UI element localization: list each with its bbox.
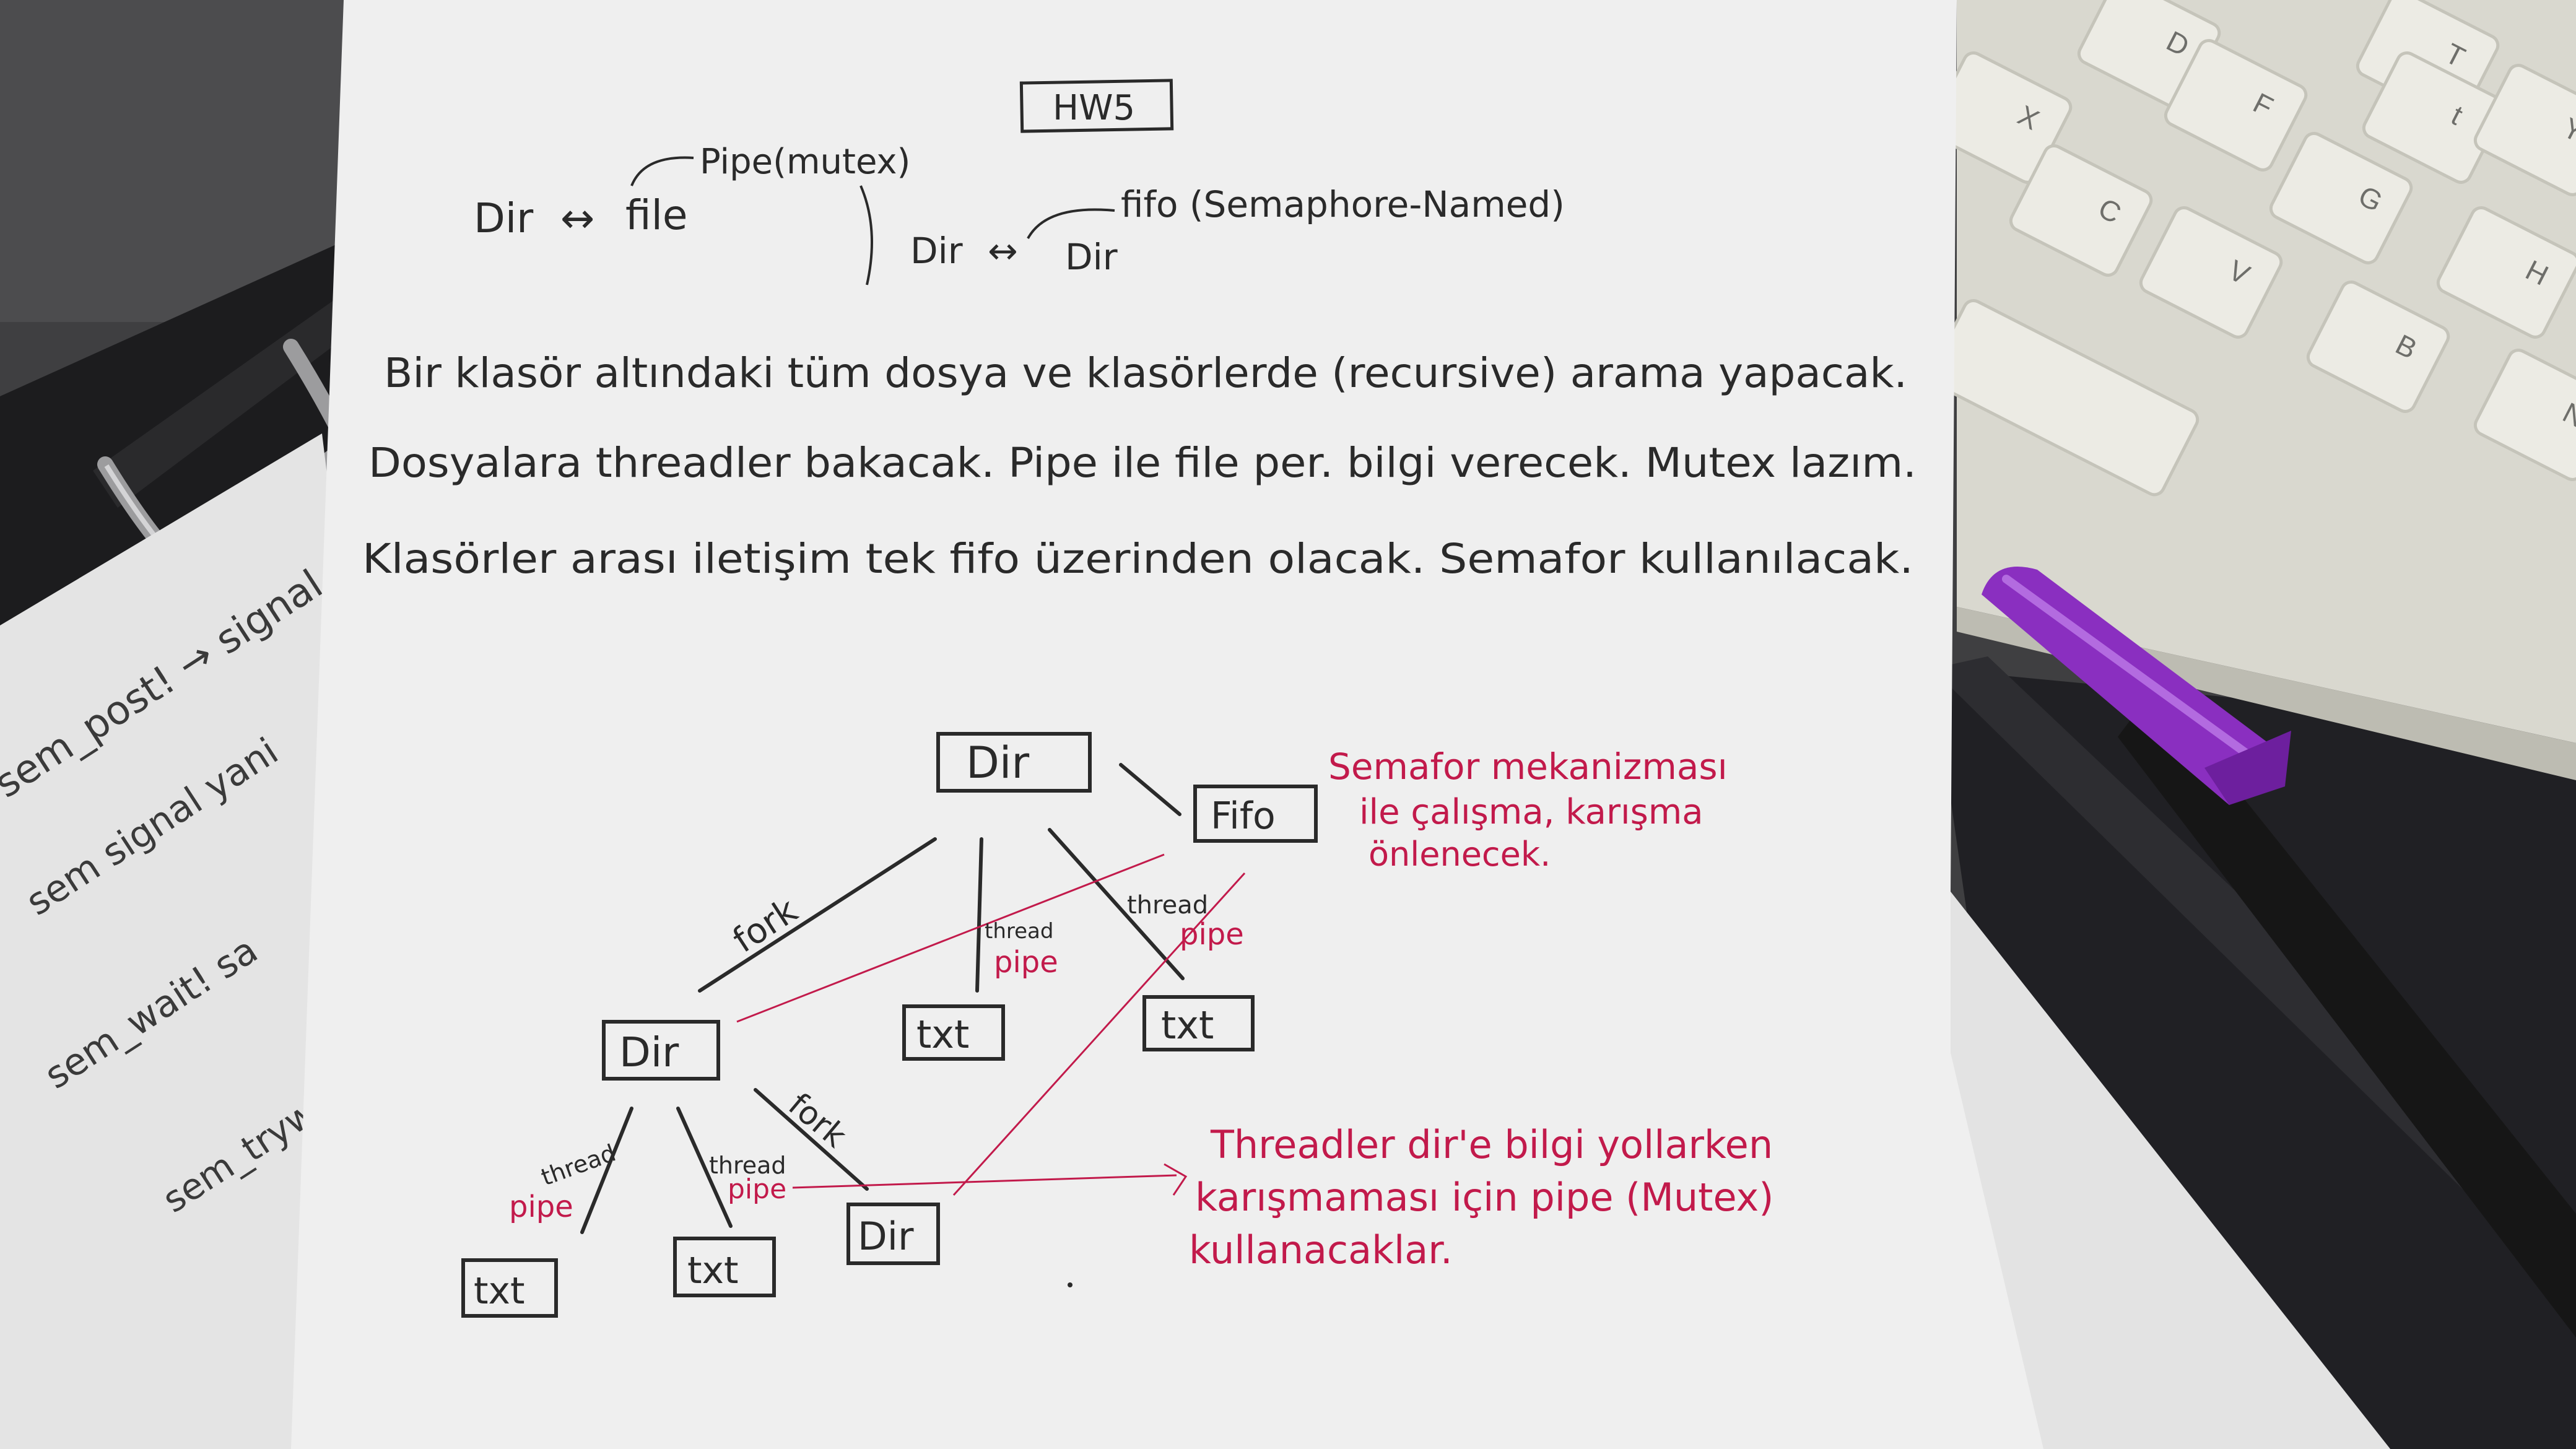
row1-right-dir: Dir — [910, 230, 963, 272]
pen-dot — [1068, 1282, 1073, 1287]
sub-dir-label: Dir — [858, 1214, 914, 1259]
thread-right-label: thread — [1127, 891, 1208, 920]
notes-paragraph: Bir klasör altındaki tüm dosya ve klasör… — [362, 349, 1917, 583]
threads-note-2: karışmaması için pipe (Mutex) — [1195, 1175, 1773, 1220]
keyboard-key: X — [1928, 51, 2073, 184]
threads-note-1: Threadler dir'e bilgi yollarken — [1210, 1122, 1773, 1167]
keyboard-key: V — [2139, 206, 2283, 339]
thread-mid-label: thread — [985, 919, 1053, 944]
main-paper-shade — [1951, 892, 2390, 1449]
row1-left-file: file — [625, 191, 688, 239]
clipboard-right-edge — [1932, 656, 2576, 1300]
keyboard-key: F — [2164, 39, 2308, 172]
pipe-right-label: pipe — [1180, 917, 1244, 952]
row1-right-target: Dir — [1065, 236, 1118, 278]
semaphore-note-3: önlenecek. — [1368, 835, 1551, 874]
root-dir-box — [936, 732, 1092, 793]
txt-bottom-left-label: txt — [474, 1269, 525, 1313]
keycap — [2306, 281, 2450, 413]
keycap — [2009, 144, 2153, 277]
txt-bottom-mid-label: txt — [687, 1249, 739, 1292]
summary-row: Dir ↔ file Pipe(mutex) Dir ↔ Dir fifo (S… — [474, 142, 1565, 285]
keycap — [2139, 206, 2283, 339]
threads-annotation: Threadler dir'e bilgi yollarken karışmam… — [1189, 1122, 1773, 1273]
keycap — [2473, 349, 2576, 481]
row1-right-above: fifo (Semaphore-Named) — [1121, 183, 1565, 225]
pipe-bl-label: pipe — [509, 1190, 573, 1224]
keyboard-key: B — [2306, 281, 2450, 413]
title: HW5 — [1053, 88, 1135, 128]
txt-right-box — [1142, 995, 1255, 1051]
note-line-3: Klasörler arası iletişim tek fifo üzerin… — [362, 535, 1913, 583]
keyboard-key: N — [2473, 349, 2576, 481]
title-box: HW5 — [1019, 79, 1174, 133]
row1-right-arrow: ↔ — [988, 230, 1018, 272]
root-dir-label: Dir — [966, 738, 1029, 788]
row1-left-dir: Dir — [474, 194, 534, 242]
thread-bm-label: thread — [709, 1152, 786, 1179]
row1-left-above: Pipe(mutex) — [700, 142, 910, 182]
txt-mid-box — [902, 1004, 1005, 1061]
fifo-box — [1193, 785, 1318, 843]
keyboard-key: H — [2436, 206, 2576, 339]
keycap — [2473, 64, 2576, 196]
keycap — [2164, 39, 2308, 172]
keyboard-key: C — [2009, 144, 2153, 277]
pipe-bm-label: pipe — [728, 1173, 786, 1205]
fifo-label: Fifo — [1211, 794, 1276, 838]
keycap — [2436, 206, 2576, 339]
keyboard-key: Y — [2473, 64, 2576, 196]
child-dir-label: Dir — [619, 1029, 679, 1076]
txt-bottom-mid-box — [673, 1237, 776, 1297]
semaphore-note-2: ile çalışma, karışma — [1359, 792, 1704, 832]
txt-mid-label: txt — [916, 1012, 969, 1057]
note-line-2: Dosyalara threadler bakacak. Pipe ile fi… — [368, 439, 1917, 487]
note-line-1: Bir klasör altındaki tüm dosya ve klasör… — [384, 349, 1907, 397]
semaphore-annotation: Semafor mekanizması ile çalışma, karışma… — [1328, 746, 1728, 874]
pipe-mid-label: pipe — [994, 945, 1058, 980]
semaphore-note-1: Semafor mekanizması — [1328, 746, 1728, 788]
threads-note-3: kullanacaklar. — [1189, 1227, 1453, 1273]
keyboard-key: G — [2269, 132, 2413, 264]
row1-left-arrow: ↔ — [560, 194, 594, 242]
txt-right-label: txt — [1161, 1003, 1214, 1048]
main-paper — [291, 0, 2390, 1449]
marker-pen — [1982, 567, 2576, 1338]
txt-bottom-left-box — [461, 1258, 558, 1318]
sub-dir-box — [846, 1203, 940, 1265]
child-dir-box — [602, 1020, 720, 1081]
keycap — [2269, 132, 2413, 264]
process-diagram: Dir Fifo Dir txt txt txt txt Dir fork fo… — [461, 732, 1318, 1318]
